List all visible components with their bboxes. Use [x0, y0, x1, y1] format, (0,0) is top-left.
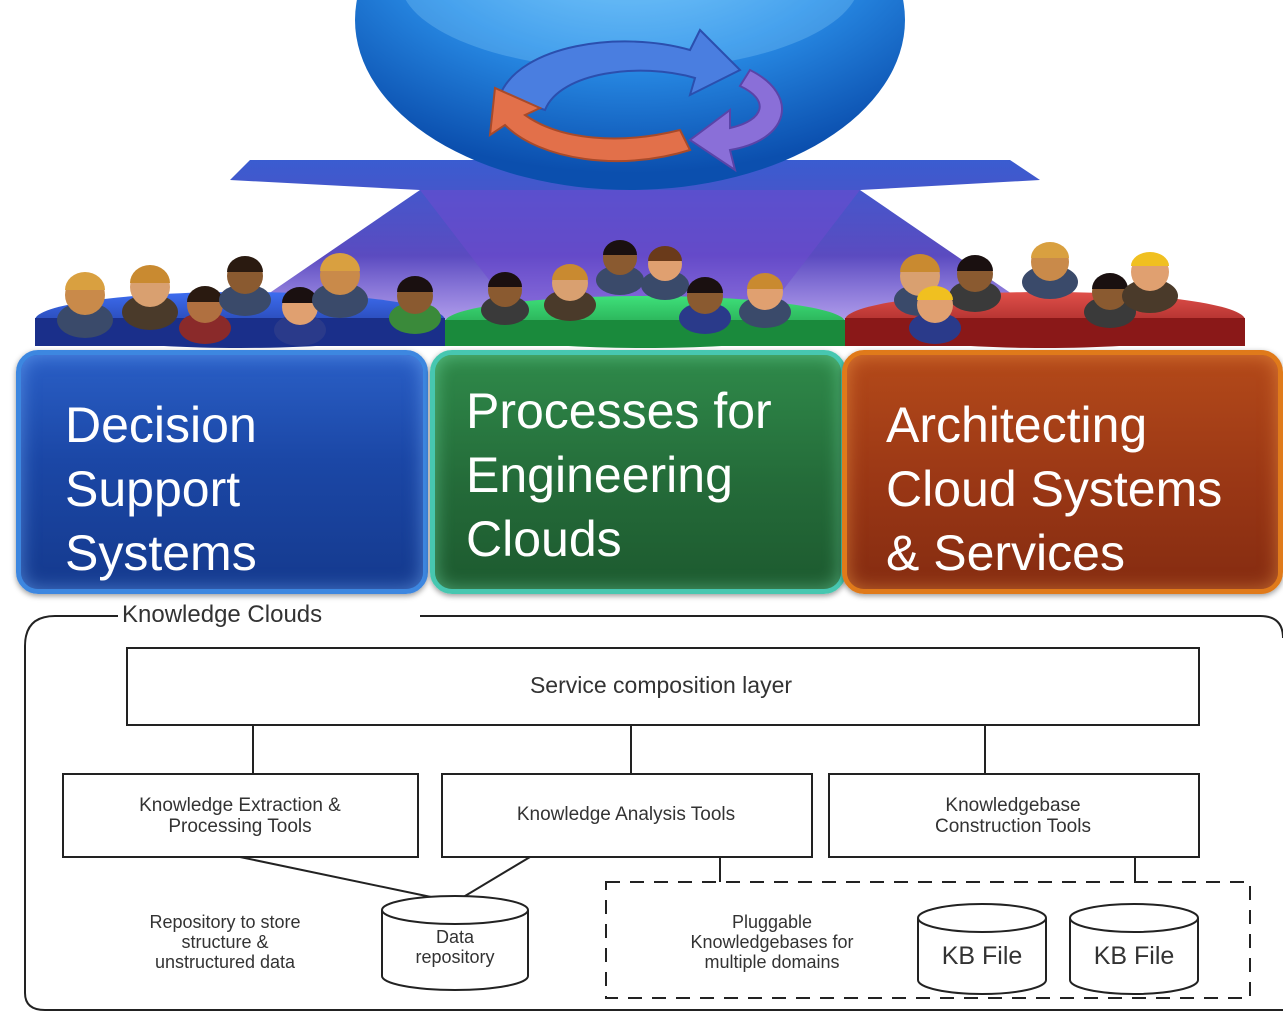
analysis-tools-box [441, 773, 813, 858]
knowledge-clouds-diagram: Knowledge Clouds Service composition lay… [24, 601, 1283, 1011]
pillar-decision-support-label: Decision Support Systems [65, 397, 257, 581]
extraction-tools-label-1: Knowledge Extraction & [139, 795, 341, 816]
repository-caption-1: Repository to store [149, 912, 300, 932]
construction-tools-label-1: Knowledgebase [945, 795, 1080, 816]
pillar-decision-support: Decision Support Systems [16, 350, 428, 594]
pillar-engineering-clouds: Processes for Engineering Clouds [430, 350, 846, 594]
repository-caption-3: unstructured data [155, 952, 296, 972]
cloud-illustration [35, 0, 1245, 348]
kb-file-cylinder-icon [1069, 903, 1199, 995]
pluggable-caption-2: Knowledgebases for [690, 932, 853, 952]
cycle-arrows-icon [488, 28, 783, 173]
pluggable-caption-1: Pluggable [732, 912, 812, 932]
analysis-tools-label: Knowledge Analysis Tools [517, 804, 735, 825]
kb-file-label-2: KB File [1094, 942, 1175, 970]
pillar-architecting-label: Architecting Cloud Systems & Services [886, 397, 1223, 581]
pluggable-caption-3: multiple domains [704, 952, 839, 972]
pillar-architecting: Architecting Cloud Systems & Services [842, 350, 1283, 594]
data-repository-label-1: Data [436, 927, 475, 947]
extraction-tools-box [62, 773, 419, 858]
repository-caption-2: structure & [181, 932, 268, 952]
connector-lines [239, 725, 1136, 903]
pillar-engineering-clouds-label: Processes for Engineering Clouds [466, 383, 772, 567]
kb-file-cylinder-icon [917, 903, 1047, 995]
construction-tools-box [828, 773, 1200, 858]
extraction-tools-label-2: Processing Tools [168, 816, 311, 837]
globe-icon [355, 0, 905, 190]
kb-file-label-1: KB File [942, 942, 1023, 970]
database-cylinder-icon [381, 895, 529, 991]
service-composition-label: Service composition layer [530, 672, 792, 698]
data-repository-label-2: repository [415, 947, 494, 967]
construction-tools-label-2: Construction Tools [935, 816, 1091, 837]
knowledge-clouds-title: Knowledge Clouds [122, 601, 322, 628]
service-composition-box [126, 647, 1200, 726]
people-group-icon [57, 240, 1178, 346]
pluggable-kb-box [605, 881, 1251, 999]
